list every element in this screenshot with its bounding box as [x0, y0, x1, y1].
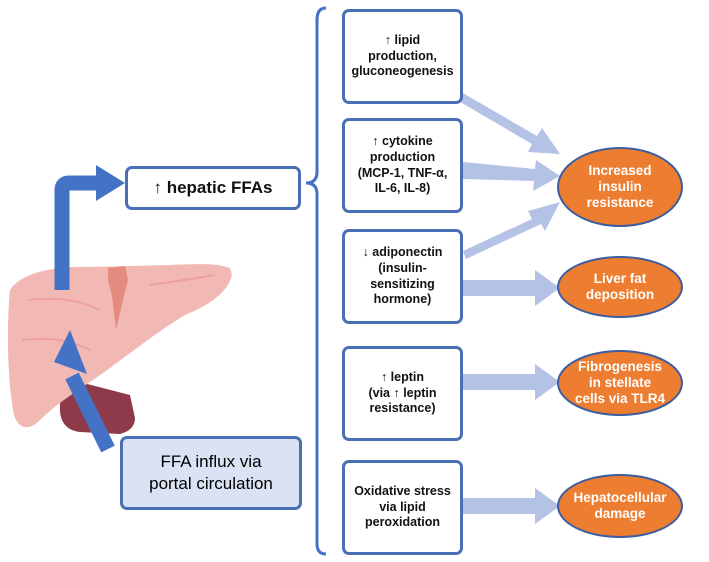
arrow-oxidative-to-damage: [463, 488, 560, 524]
mechanism-lipid-production-box: ↑ lipid production, gluconeogenesis: [342, 9, 463, 104]
portal-influx-box: FFA influx via portal circulation: [120, 436, 302, 510]
mechanism-adiponectin-box: ↓ adiponectin (insulin- sensitizing horm…: [342, 229, 463, 324]
arrow-adiponectin-to-fatdeposition: [463, 270, 560, 306]
hepatic-ffas-box: ↑ hepatic FFAs: [125, 166, 301, 210]
outcome-fibrogenesis: Fibrogenesis in stellate cells via TLR4: [557, 350, 683, 416]
arrow-to-hepatic-ffas: [54, 165, 125, 290]
mechanism-cytokine-box: ↑ cytokine production (MCP-1, TNF-α, IL-…: [342, 118, 463, 213]
outcome-hepatocellular-damage: Hepatocellular damage: [557, 474, 683, 538]
liver-icon: [7, 264, 233, 434]
outcome-liver-fat-deposition: Liver fat deposition: [557, 256, 683, 318]
arrow-cytokine-to-insulin: [463, 160, 560, 191]
arrow-lipid-to-insulin: [450, 88, 560, 154]
mechanism-leptin-box: ↑ leptin (via ↑ leptin resistance): [342, 346, 463, 441]
mechanism-oxidative-stress-box: Oxidative stress via lipid peroxidation: [342, 460, 463, 555]
arrow-portal-influx: [54, 330, 115, 453]
curly-brace: [305, 6, 327, 556]
outcome-insulin-resistance: Increased insulin resistance: [557, 147, 683, 227]
arrow-leptin-to-fibrogenesis: [463, 364, 560, 400]
arrow-adiponectin-to-insulin: [463, 202, 560, 259]
